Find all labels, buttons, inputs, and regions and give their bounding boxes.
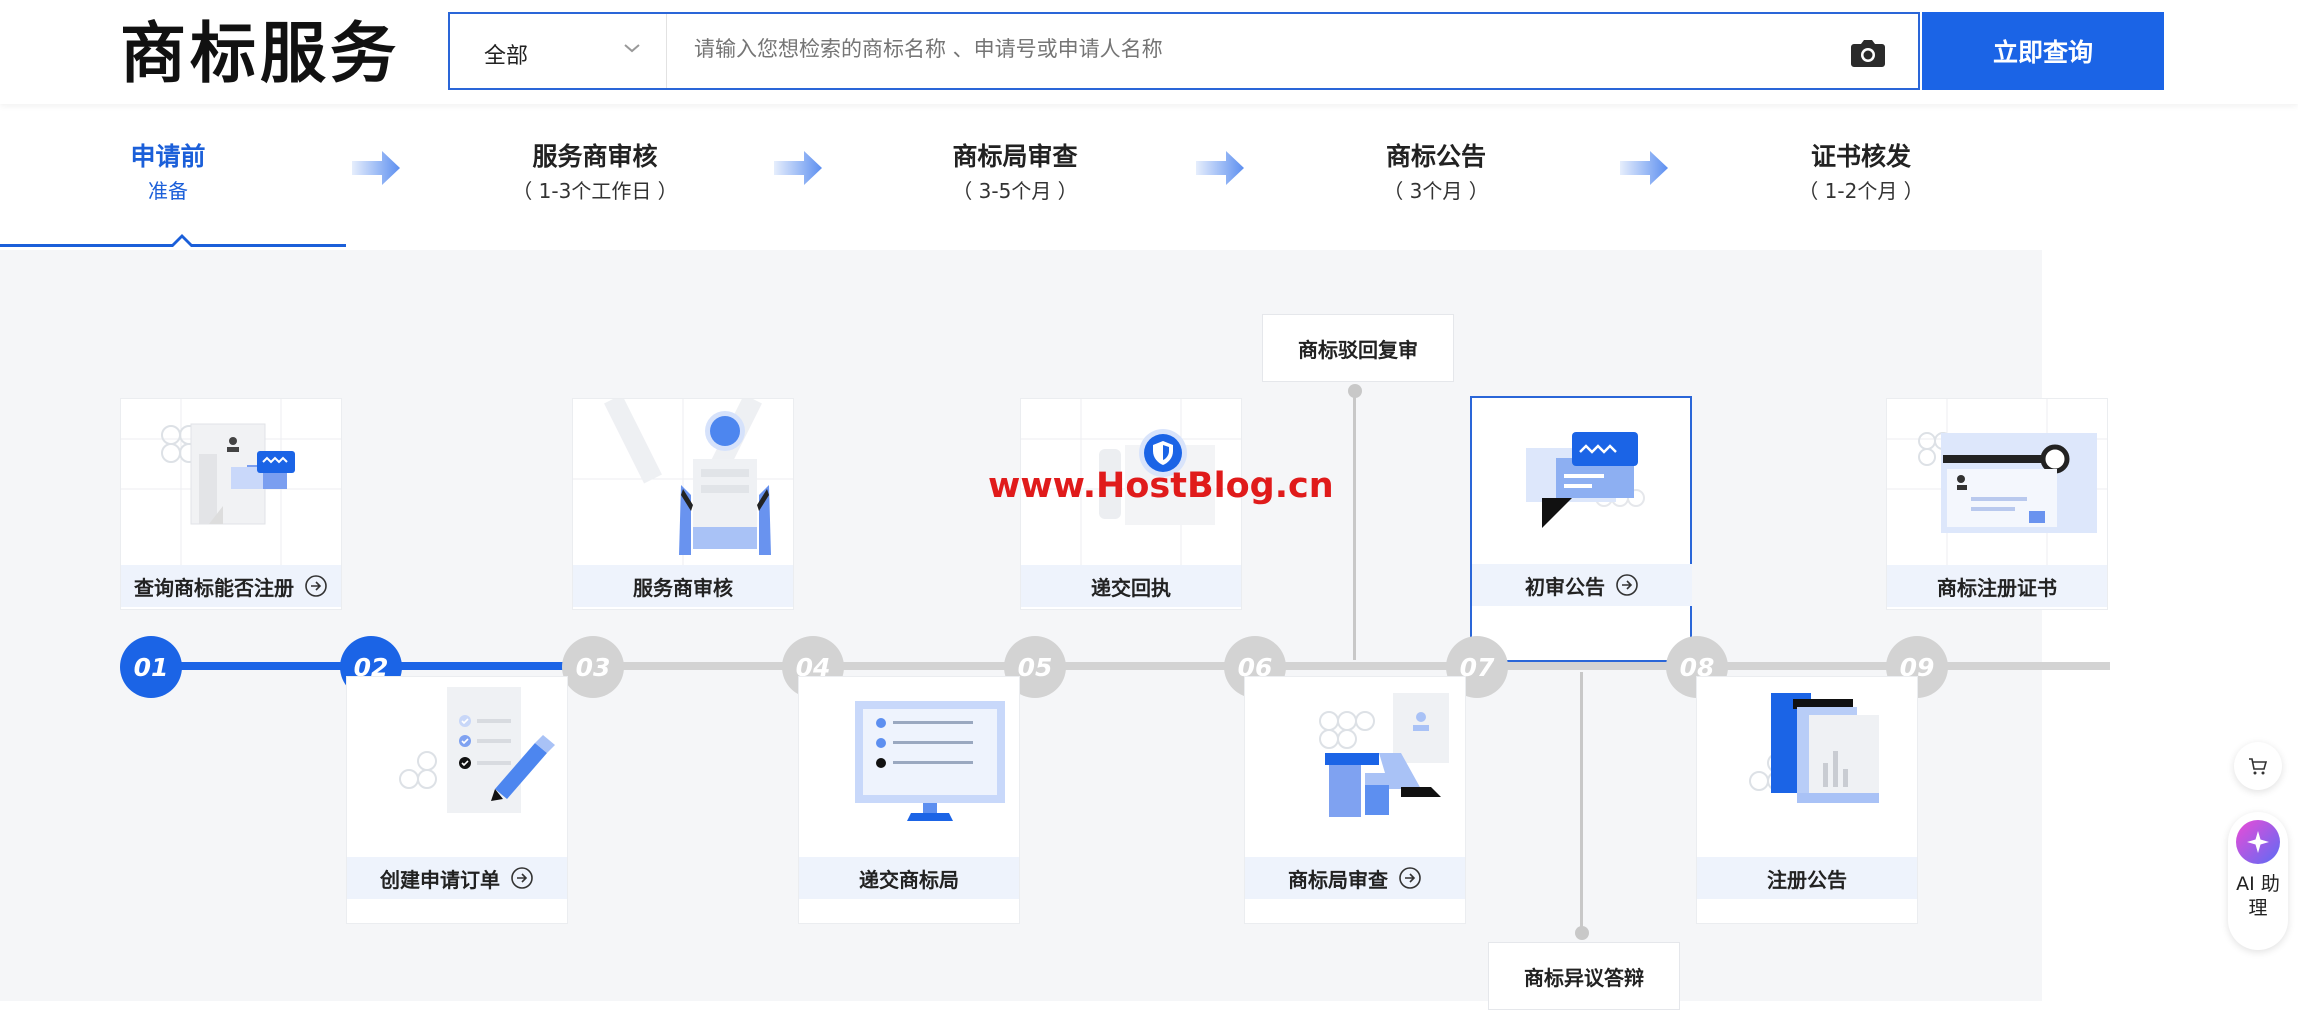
- step-arrow-icon: [774, 151, 822, 185]
- step-title: 商标局审查: [952, 142, 1078, 171]
- step-node-03[interactable]: 03: [562, 636, 624, 698]
- step-prepare[interactable]: 申请前 准备: [110, 140, 226, 208]
- step-certificate[interactable]: 证书核发 （ 1-2个月 ）: [1786, 140, 1936, 208]
- reviewer-illustration: [573, 399, 793, 565]
- card-label: 服务商审核: [573, 565, 793, 607]
- monitor-form-illustration: [855, 701, 1005, 821]
- step-office-review[interactable]: 商标局审查 （ 3-5个月 ）: [930, 140, 1100, 208]
- checklist-pen-illustration: [399, 687, 555, 813]
- shield-document-illustration: [1021, 399, 1241, 565]
- card-label-text: 商标注册证书: [1937, 575, 2057, 600]
- step-subtitle: （ 3个月 ）: [1383, 179, 1489, 203]
- card-label: 初审公告: [1472, 564, 1692, 606]
- step-arrow-icon: [1196, 151, 1244, 185]
- card-label-text: 服务商审核: [633, 575, 733, 600]
- branch-opposition[interactable]: 商标异议答辩: [1488, 942, 1680, 1010]
- card-create-order[interactable]: 创建申请订单: [346, 676, 568, 924]
- card-label-text: 商标局审查: [1288, 867, 1388, 892]
- arrow-right-circle-icon[interactable]: [304, 574, 328, 598]
- ai-assistant-label: AI 助 理: [2236, 873, 2280, 919]
- card-label: 注册公告: [1697, 857, 1917, 899]
- step-title: 商标公告: [1385, 142, 1486, 171]
- step-subtitle: 准备: [148, 179, 188, 203]
- arrow-right-circle-icon[interactable]: [1615, 573, 1639, 597]
- card-registration-certificate[interactable]: 商标注册证书: [1886, 398, 2108, 610]
- step-arrow-icon: [352, 151, 400, 185]
- step-node-01[interactable]: 01: [120, 636, 182, 698]
- category-select[interactable]: 全部: [450, 14, 667, 88]
- step-title: 服务商审核: [532, 142, 658, 171]
- camera-icon[interactable]: [1848, 36, 1888, 70]
- search-bar: 全部: [448, 12, 1920, 90]
- chat-bubble-illustration: [1526, 432, 1645, 528]
- timeline-track: [150, 662, 2110, 670]
- document-check-illustration: [121, 399, 341, 565]
- card-label: 查询商标能否注册: [121, 565, 341, 607]
- card-submission-receipt[interactable]: 递交回执: [1020, 398, 1242, 610]
- card-label: 递交回执: [1021, 565, 1241, 607]
- step-subtitle: （ 1-2个月 ）: [1798, 179, 1924, 203]
- ai-sparkle-icon: [2236, 820, 2280, 864]
- step-provider-review[interactable]: 服务商审核 （ 1-3个工作日 ）: [500, 140, 690, 208]
- step-title: 证书核发: [1810, 142, 1911, 171]
- card-office-examination[interactable]: 商标局审查: [1244, 676, 1466, 924]
- step-subtitle: （ 3-5个月 ）: [952, 179, 1078, 203]
- card-registration-announcement[interactable]: 注册公告: [1696, 676, 1918, 924]
- header: 商标服务 全部 立即查询: [0, 0, 2298, 104]
- process-steps: 申请前 准备 服务商审核 （ 1-3个工作日 ） 商标局审查 （ 3-5个月 ）…: [0, 104, 2298, 250]
- query-button[interactable]: 立即查询: [1922, 12, 2164, 90]
- step-arrow-icon: [1620, 151, 1668, 185]
- cart-button[interactable]: [2234, 742, 2282, 790]
- card-label-text: 查询商标能否注册: [134, 575, 294, 600]
- arrow-right-circle-icon[interactable]: [1398, 866, 1422, 890]
- card-label-text: 初审公告: [1525, 574, 1605, 599]
- card-provider-review[interactable]: 服务商审核: [572, 398, 794, 610]
- ai-assistant-button[interactable]: AI 助 理: [2228, 812, 2288, 950]
- desk-examination-illustration: [1319, 693, 1449, 817]
- card-label-text: 创建申请订单: [380, 867, 500, 892]
- chevron-down-icon: [624, 44, 640, 53]
- branch-line: [1580, 672, 1583, 932]
- card-label: 递交商标局: [799, 857, 1019, 899]
- card-label: 商标注册证书: [1887, 565, 2107, 607]
- step-subtitle: （ 1-3个工作日 ）: [512, 179, 678, 203]
- document-stack-illustration: [1749, 693, 1879, 803]
- arrow-right-circle-icon[interactable]: [510, 866, 534, 890]
- card-label-text: 递交回执: [1091, 575, 1171, 600]
- card-query-trademark[interactable]: 查询商标能否注册: [120, 398, 342, 610]
- branch-dot: [1575, 926, 1589, 940]
- step-announcement[interactable]: 商标公告 （ 3个月 ）: [1366, 140, 1506, 208]
- card-submit-office[interactable]: 递交商标局: [798, 676, 1020, 924]
- card-label: 创建申请订单: [347, 857, 567, 899]
- card-label-text: 注册公告: [1767, 867, 1847, 892]
- card-preliminary-announcement[interactable]: 初审公告: [1470, 396, 1692, 662]
- branch-line: [1353, 390, 1356, 660]
- card-label: 商标局审查: [1245, 857, 1465, 899]
- card-label-text: 递交商标局: [859, 867, 959, 892]
- step-title: 申请前: [130, 142, 206, 171]
- cart-icon: [2249, 758, 2268, 775]
- branch-reexamination[interactable]: 商标驳回复审: [1262, 314, 1454, 382]
- category-label: 全部: [484, 44, 529, 69]
- brand-title: 商标服务: [120, 15, 400, 92]
- watermark-text: www.HostBlog.cn: [988, 466, 1334, 506]
- search-input[interactable]: [692, 36, 1696, 62]
- certificate-illustration: [1887, 399, 2107, 565]
